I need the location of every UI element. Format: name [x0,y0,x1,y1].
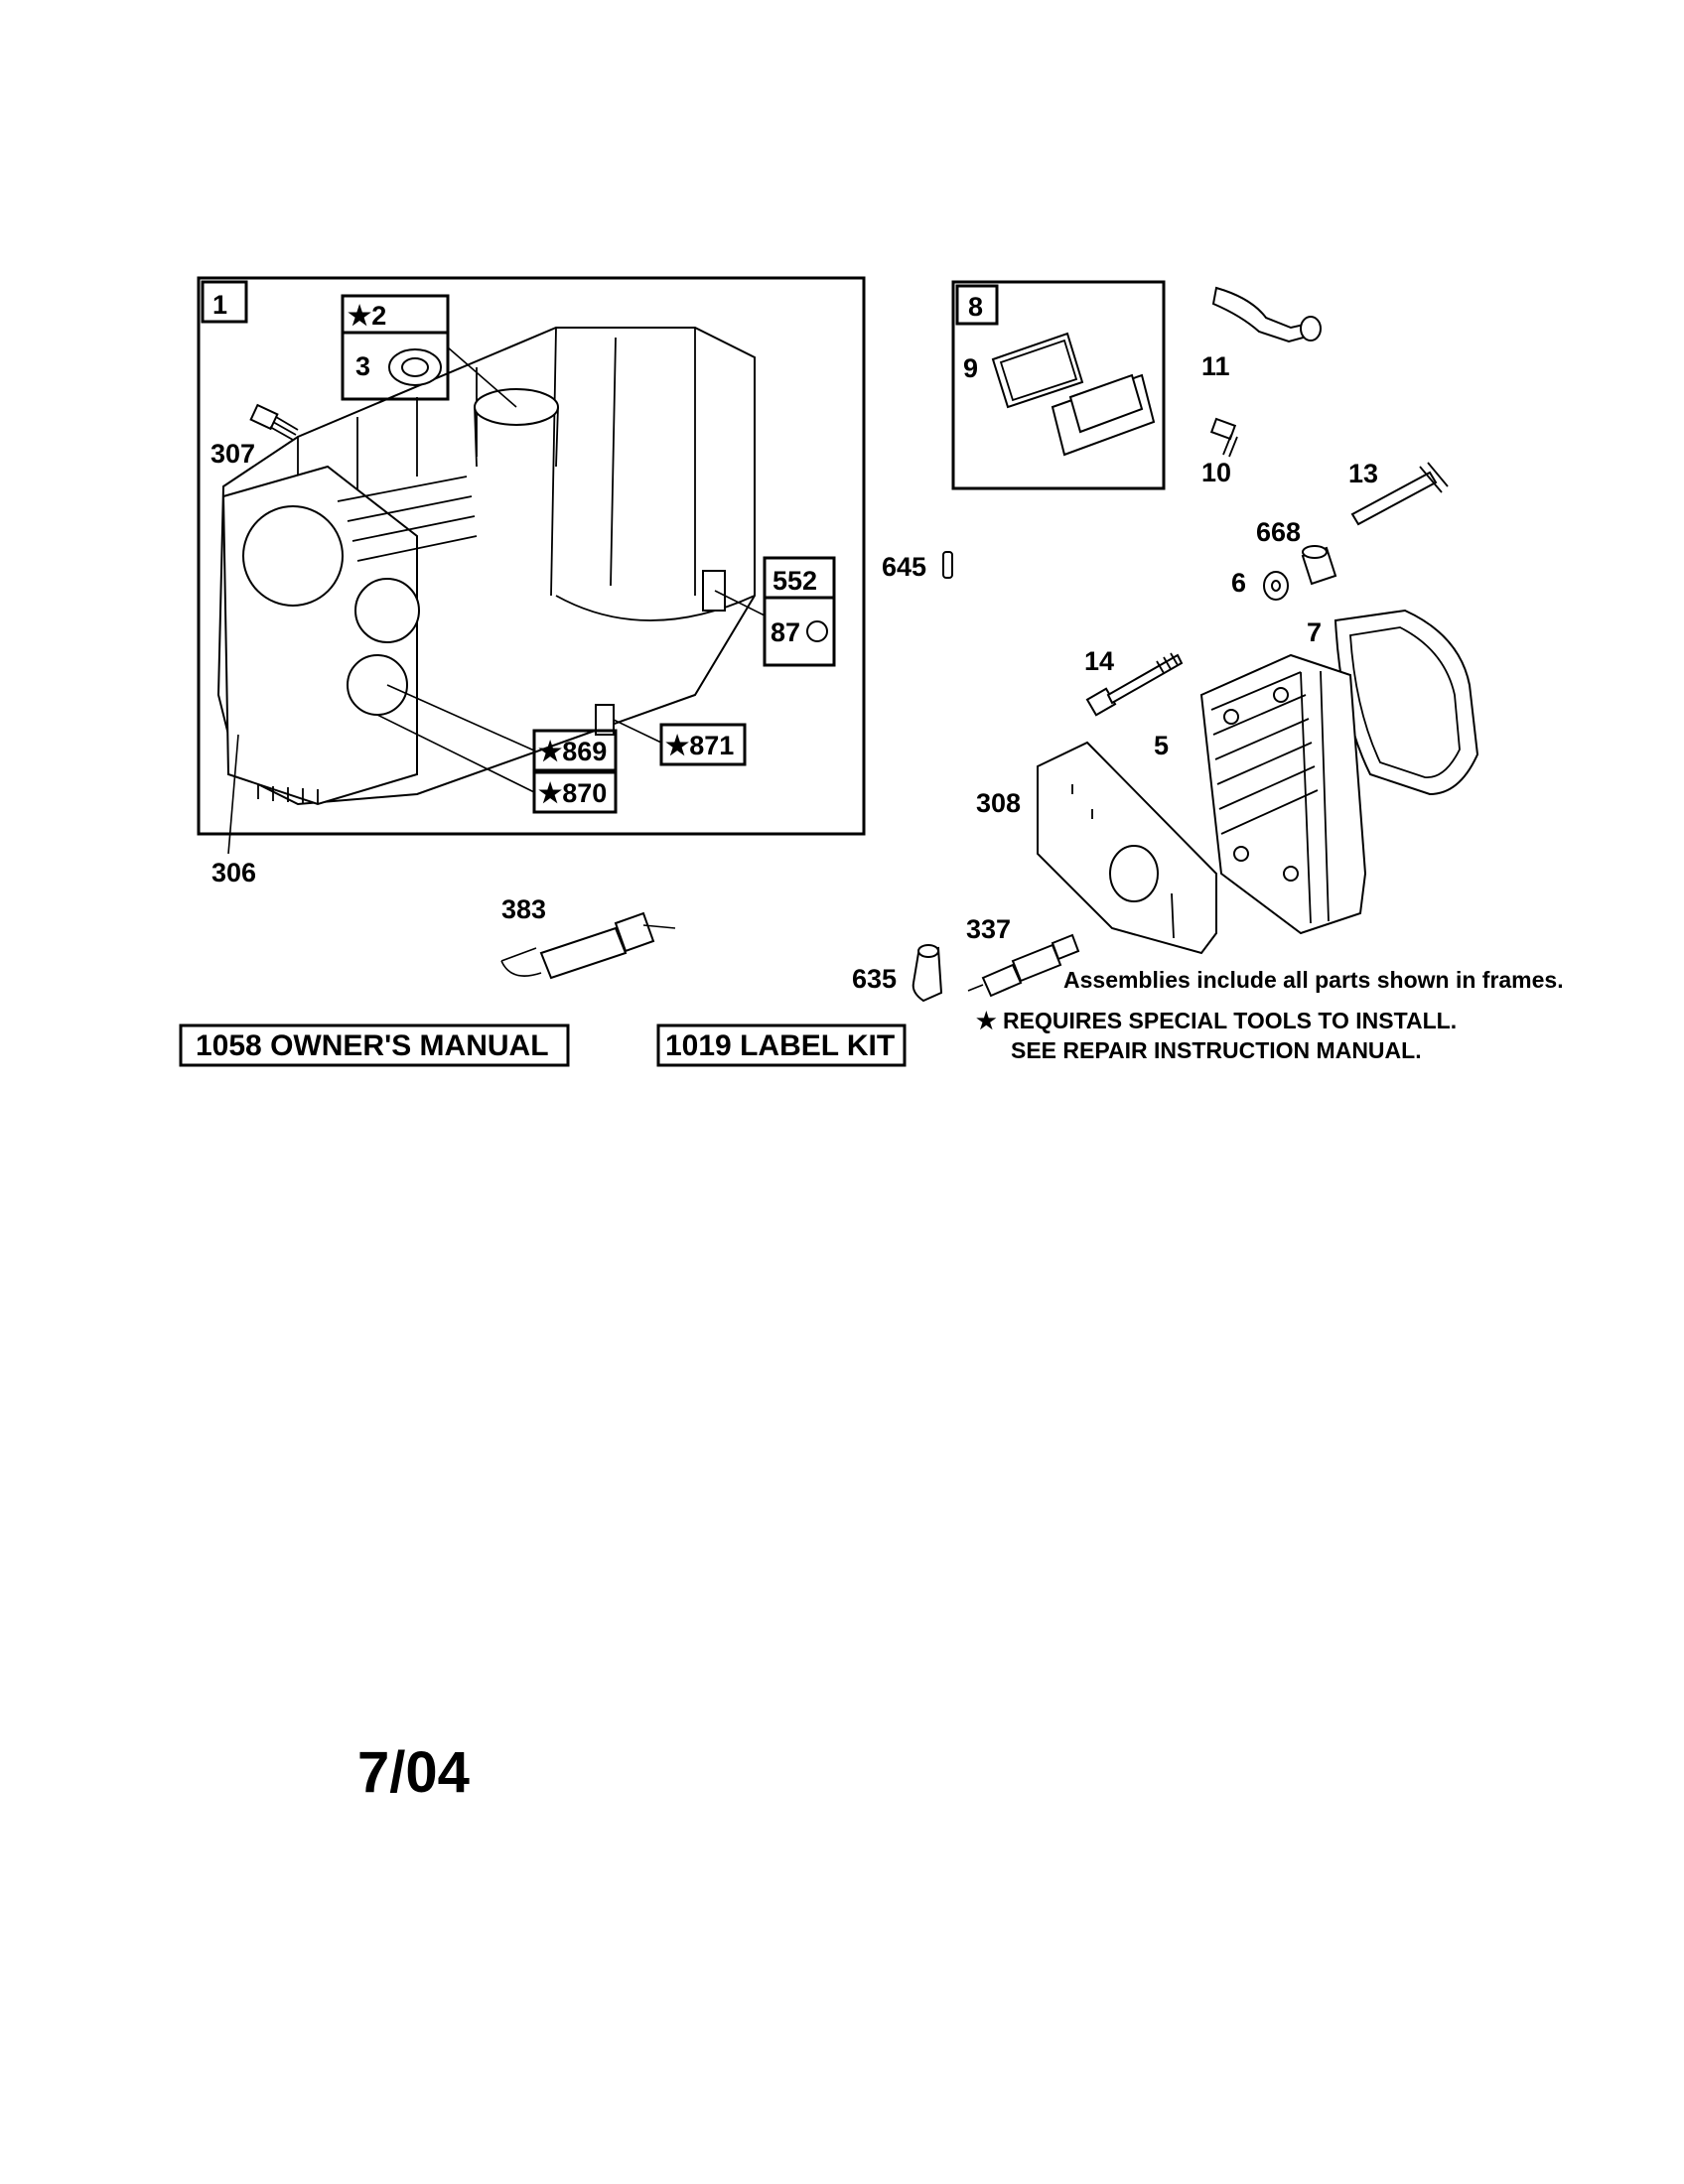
repair-manual-note: SEE REPAIR INSTRUCTION MANUAL. [1011,1037,1422,1063]
callout-635: 635 [852,964,897,994]
spark-plug-337 [967,933,1080,998]
callout-871: ★871 [665,731,734,760]
callout-668: 668 [1256,517,1301,547]
callout-6: 6 [1231,568,1246,598]
callout-552: 552 [772,566,817,596]
callout-306: 306 [211,858,256,887]
air-baffle-308 [1037,741,1217,955]
owners-manual-box [179,1024,570,1067]
breather-gasket-9 [991,332,1084,409]
callout-5: 5 [1154,731,1169,760]
callout-307: 307 [210,439,255,469]
callout-box-1 [201,280,248,324]
callout-2: ★2 [348,301,386,331]
callout-337: 337 [966,914,1011,944]
owners-manual-label: 1058 OWNER'S MANUAL [196,1029,549,1062]
head-bolt-14 [1085,652,1184,717]
breather-cover-part [1051,373,1156,457]
callout-8: 8 [968,292,983,322]
assemblies-note: Assemblies include all parts shown in fr… [1063,967,1564,993]
callout-9: 9 [963,353,978,383]
label-kit-box [656,1024,907,1067]
cylinder-head-5 [1199,653,1367,935]
breather-grommet-part [806,620,828,642]
callout-870: ★870 [538,778,607,808]
screw-10 [1209,417,1238,458]
tool-383 [500,911,676,980]
engine-block-drawing [216,327,756,806]
callout-308: 308 [976,788,1021,818]
callout-645: 645 [882,552,926,582]
callout-1: 1 [212,290,227,320]
label-kit-label: 1019 LABEL KIT [665,1029,895,1062]
callout-869: ★869 [538,737,607,766]
callout-10: 10 [1201,458,1231,487]
callout-11: 11 [1201,351,1230,381]
callout-box-552-87 [763,556,836,667]
special-tools-note: ★ REQUIRES SPECIAL TOOLS TO INSTALL. [976,1008,1457,1033]
stud-13 [1350,462,1449,526]
callout-383: 383 [501,894,546,924]
callout-13: 13 [1348,459,1378,488]
assembly-frame-1 [197,276,866,836]
assembly-frame-8 [951,280,1166,490]
spacer-668 [1301,545,1337,586]
dowel-pin-645 [942,551,953,579]
screw-307 [249,403,299,441]
callout-7: 7 [1307,617,1322,647]
callout-87: 87 [771,617,800,647]
callout-14: 14 [1084,646,1114,676]
fitting-635 [912,944,943,1003]
callout-box-871 [659,723,747,766]
callout-3: 3 [355,351,370,381]
callout-box-8 [955,284,999,326]
breather-tube-11 [1211,286,1315,343]
revision-date: 7/04 [357,1740,470,1805]
